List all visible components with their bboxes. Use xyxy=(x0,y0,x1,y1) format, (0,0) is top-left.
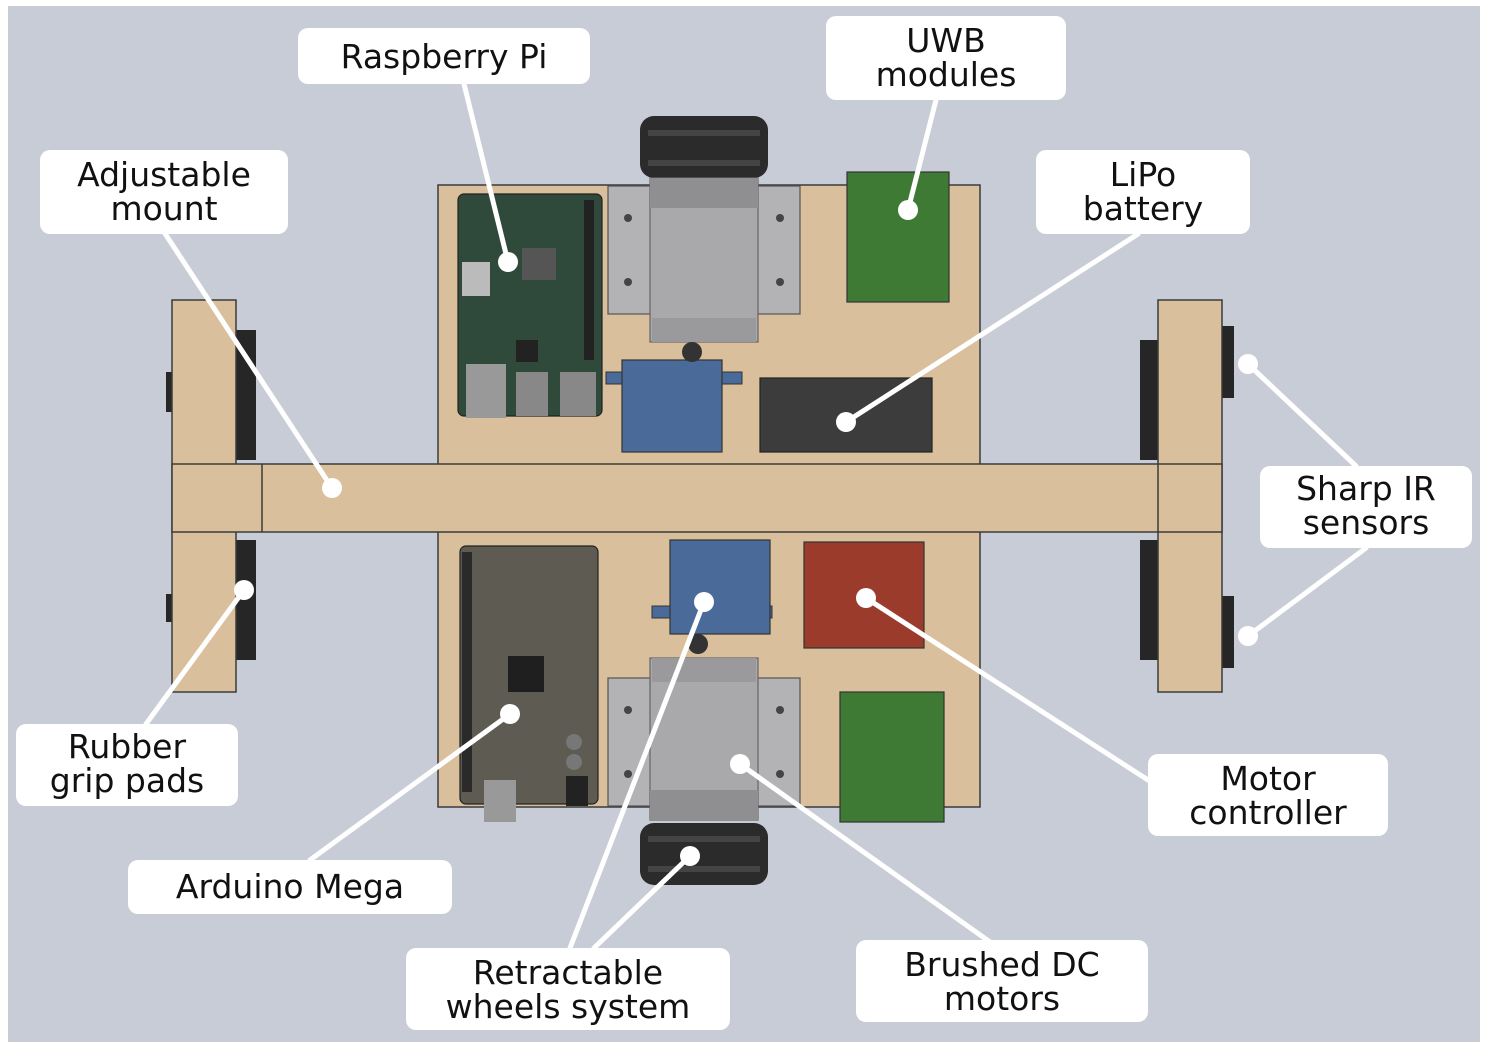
label-lipo-battery: LiPo battery xyxy=(1036,150,1250,234)
label-uwb-modules: UWB modules xyxy=(826,16,1066,100)
label-retractable-wheels-system: Retractable wheels system xyxy=(406,948,730,1030)
leader-uwb xyxy=(905,97,939,213)
top-brushed-dc-motor xyxy=(607,177,801,343)
bottom-wheel xyxy=(640,823,768,885)
label-motor-controller-line2: controller xyxy=(1189,793,1347,832)
label-brushed-dc-motors-line1: Brushed DC xyxy=(904,945,1099,984)
label-brushed-dc-motors-line2: motors xyxy=(944,979,1060,1018)
label-sharp-ir-sensors-line1: Sharp IR xyxy=(1296,469,1436,508)
label-sharp-ir-sensors: Sharp IR sensors xyxy=(1260,466,1472,548)
label-adjustable-mount-line1: Adjustable xyxy=(77,155,251,194)
arduino-mega-board xyxy=(459,545,599,822)
label-rubber-grip-pads-line2: grip pads xyxy=(50,761,204,800)
label-motor-controller: Motor controller xyxy=(1148,754,1388,836)
label-sharp-ir-sensors-line2: sensors xyxy=(1303,503,1430,542)
label-uwb-modules-line1: UWB xyxy=(906,21,985,60)
adjustable-mount-bar xyxy=(171,463,1223,533)
leader-adjustable-mount xyxy=(161,229,335,491)
label-arduino-mega: Arduino Mega xyxy=(128,860,452,914)
uwb-module-bottom xyxy=(839,691,945,823)
servo-bottom xyxy=(651,539,773,654)
leader-raspberry-pi xyxy=(461,81,511,265)
label-arduino-mega-text: Arduino Mega xyxy=(176,867,404,906)
label-brushed-dc-motors: Brushed DC motors xyxy=(856,940,1148,1022)
label-rubber-grip-pads-line1: Rubber xyxy=(68,727,187,766)
servo-top xyxy=(605,342,743,453)
leader-rubber-grip xyxy=(143,587,247,727)
leader-arduino xyxy=(307,711,513,863)
label-retractable-wheels-line2: wheels system xyxy=(446,987,691,1026)
label-lipo-battery-line2: battery xyxy=(1083,189,1203,228)
bottom-brushed-dc-motor xyxy=(607,657,801,821)
label-retractable-wheels-line1: Retractable xyxy=(473,953,663,992)
top-wheel xyxy=(640,116,768,178)
leader-retractable-1 xyxy=(567,599,707,951)
leader-motor-controller xyxy=(863,595,1151,783)
raspberry-pi-board xyxy=(457,193,603,418)
label-raspberry-pi-text: Raspberry Pi xyxy=(341,37,548,76)
leader-brushed-dc xyxy=(737,761,993,945)
leader-sharp-ir-top xyxy=(1245,361,1359,469)
label-adjustable-mount: Adjustable mount xyxy=(40,150,288,234)
label-raspberry-pi: Raspberry Pi xyxy=(298,28,590,84)
label-adjustable-mount-line2: mount xyxy=(110,189,217,228)
leader-lines xyxy=(143,81,1369,951)
leader-dots xyxy=(234,200,1258,866)
label-uwb-modules-line2: modules xyxy=(876,55,1017,94)
label-motor-controller-line1: Motor xyxy=(1220,759,1316,798)
label-rubber-grip-pads: Rubber grip pads xyxy=(16,724,238,806)
label-lipo-battery-line1: LiPo xyxy=(1110,155,1176,194)
uwb-module-top xyxy=(846,171,950,303)
leader-retractable-2 xyxy=(591,853,693,951)
leader-sharp-ir-bottom xyxy=(1245,545,1369,639)
leader-lipo xyxy=(843,231,1141,425)
